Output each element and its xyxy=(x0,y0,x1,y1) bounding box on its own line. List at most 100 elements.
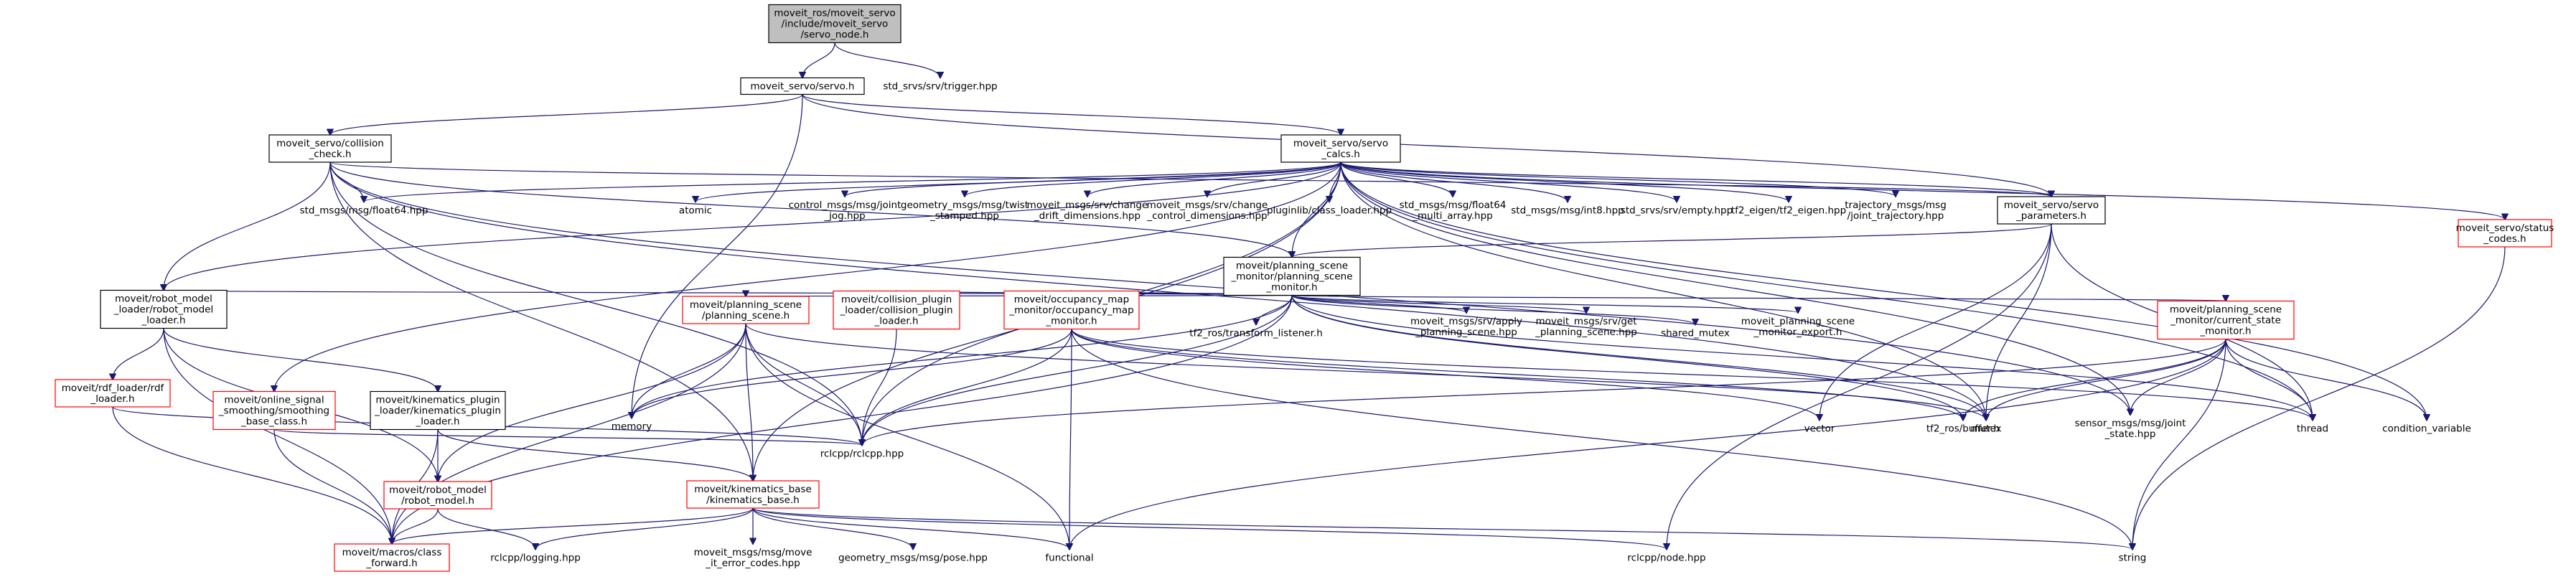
node-status_codes[interactable]: moveit_servo/status_codes.h xyxy=(2456,219,2554,248)
node-online_signal[interactable]: moveit/online_signal_smoothing/smoothing… xyxy=(212,390,336,431)
node-box xyxy=(1997,196,2106,225)
node-pose[interactable]: geometry_msgs/msg/pose.hpp xyxy=(838,550,988,566)
edge-collision_check-to-psm xyxy=(329,161,1292,258)
edge-servo_node-to-trigger xyxy=(834,42,940,78)
node-rclcpp[interactable]: rclcpp/rclcpp.hpp xyxy=(818,446,907,462)
node-apply_ps[interactable]: moveit_msgs/srv/apply_planning_scene.hpp xyxy=(1407,313,1526,340)
node-label-line: _monitor.h xyxy=(2199,326,2251,337)
edge-servo_calcs-to-change_control xyxy=(1207,161,1341,197)
node-rdf_loader[interactable]: moveit/rdf_loader/rdf_loader.h xyxy=(55,379,171,408)
node-servo_parameters[interactable]: moveit_servo/servo_parameters.h xyxy=(1997,196,2106,225)
node-label-line: moveit_servo/status xyxy=(2456,222,2554,234)
edge-collision_plugin-to-rclcpp xyxy=(862,329,897,446)
edge-occupancy_map-to-tf2_buffer xyxy=(1071,329,1963,421)
edges-layer xyxy=(113,42,2505,550)
node-label-line: moveit_planning_scene xyxy=(1741,316,1855,327)
node-label-line: geometry_msgs/msg/pose.hpp xyxy=(838,553,988,564)
node-label-line: moveit_ros/moveit_servo xyxy=(774,8,895,19)
node-box xyxy=(370,390,506,431)
node-logging[interactable]: rclcpp/logging.hpp xyxy=(490,550,581,566)
node-trigger[interactable]: std_srvs/srv/trigger.hpp xyxy=(879,78,1002,95)
node-get_ps[interactable]: moveit_msgs/srv/get_planning_scene.hpp xyxy=(1529,313,1644,340)
node-label-line: _monitor/current_state xyxy=(2170,315,2281,327)
node-float64[interactable]: std_msgs/msg/float64.hpp xyxy=(300,202,428,219)
node-mutex[interactable]: mutex xyxy=(1964,421,2008,437)
node-label-line: memory xyxy=(612,421,652,433)
node-current_state[interactable]: moveit/planning_scene_monitor/current_st… xyxy=(2157,300,2295,340)
node-psm[interactable]: moveit/planning_scene_monitor/planning_s… xyxy=(1223,256,1361,296)
node-label-line: _calcs.h xyxy=(1321,149,1360,160)
edge-online_signal-to-rclcpp xyxy=(273,428,862,446)
node-rml[interactable]: moveit/robot_model_loader/robot_model_lo… xyxy=(100,289,228,329)
edge-planning_scene-to-mutex xyxy=(745,323,1986,421)
node-tf_listener[interactable]: tf2_ros/transform_listener.h xyxy=(1188,325,1324,342)
node-tf2_eigen[interactable]: tf2_eigen/tf2_eigen.hpp xyxy=(1730,202,1847,219)
node-psm_export[interactable]: moveit_planning_scene_monitor_export.h xyxy=(1739,313,1857,340)
edge-servo_calcs-to-status_codes xyxy=(1340,161,2505,220)
edge-collision_check-to-servo_parameters xyxy=(329,161,2051,197)
node-shared_mutex[interactable]: shared_mutex xyxy=(1658,325,1733,342)
node-vector[interactable]: vector xyxy=(1797,421,1842,437)
edge-kinematics_base-to-node xyxy=(752,507,1667,550)
node-tf2_buffer[interactable]: tf2_ros/buffer.h xyxy=(1919,421,2008,437)
node-label-line: _monitor.h xyxy=(1265,282,1317,294)
node-box xyxy=(55,379,171,408)
node-box xyxy=(833,290,960,330)
node-servo_calcs[interactable]: moveit_servo/servo_calcs.h xyxy=(1280,134,1401,163)
node-servo_h[interactable]: moveit_servo/servo.h xyxy=(740,77,865,95)
edge-planning_scene-to-rclcpp xyxy=(745,323,862,446)
node-collision_plugin[interactable]: moveit/collision_plugin_loader/collision… xyxy=(833,290,960,330)
node-label-line: vector xyxy=(1804,423,1835,435)
node-box xyxy=(2157,300,2295,340)
node-kpl[interactable]: moveit/kinematics_plugin_loader/kinemati… xyxy=(370,390,506,431)
node-label-line: _monitor_export.h xyxy=(1753,327,1842,338)
edge-current_state-to-mutex xyxy=(1986,339,2226,421)
node-label-line: functional xyxy=(1045,553,1093,564)
edge-occupancy_map-to-memory xyxy=(632,329,1072,418)
edge-planning_scene-to-class_forward xyxy=(392,323,746,544)
node-change_drift[interactable]: moveit_msgs/srv/change_drift_dimensions.… xyxy=(1026,197,1148,224)
node-collision_check[interactable]: moveit_servo/collision_check.h xyxy=(268,134,392,163)
node-label-line: _loader.h xyxy=(874,316,918,327)
node-joint_trajectory[interactable]: trajectory_msgs/msg/joint_trajectory.hpp xyxy=(1842,197,1949,224)
node-label-line: _loader/collision_plugin xyxy=(839,305,952,316)
node-label-line: moveit_servo/servo xyxy=(2004,200,2099,211)
node-box xyxy=(740,77,865,95)
node-thread[interactable]: thread xyxy=(2291,421,2334,437)
node-label-line: moveit/robot_model xyxy=(389,484,487,496)
node-int8[interactable]: std_msgs/msg/int8.hpp xyxy=(1511,202,1624,219)
node-box xyxy=(212,390,336,431)
edge-kpl-to-kinematics_base xyxy=(437,429,753,482)
node-memory[interactable]: memory xyxy=(606,418,657,435)
node-condition_variable[interactable]: condition_variable xyxy=(2376,421,2477,437)
node-robot_model[interactable]: moveit/robot_model/robot_model.h xyxy=(383,481,492,510)
node-string[interactable]: string xyxy=(2110,550,2155,566)
node-label-line: _planning_scene.hpp xyxy=(1415,327,1517,338)
node-float64_multi[interactable]: std_msgs/msg/float64_multi_array.hpp xyxy=(1394,197,1512,224)
node-planning_scene[interactable]: moveit/planning_scene/planning_scene.h xyxy=(682,296,810,324)
node-occupancy_map[interactable]: moveit/occupancy_map_monitor/occupancy_m… xyxy=(1003,290,1140,330)
edge-psm-to-memory xyxy=(632,295,1293,418)
node-class_forward[interactable]: moveit/macros/class_forward.h xyxy=(334,543,450,572)
node-label-line: moveit/rdf_loader/rdf xyxy=(62,382,165,394)
node-move_it_error[interactable]: moveit_msgs/msg/move_it_error_codes.hpp xyxy=(694,544,812,571)
node-node[interactable]: rclcpp/node.hpp xyxy=(1624,550,1709,566)
node-label-line: _smoothing/smoothing xyxy=(218,405,329,417)
node-box xyxy=(383,481,492,510)
node-functional[interactable]: functional xyxy=(1039,550,1100,566)
node-empty[interactable]: std_srvs/srv/empty.hpp xyxy=(1618,202,1736,219)
node-atomic[interactable]: atomic xyxy=(675,202,716,219)
edge-psm-to-apply_ps xyxy=(1291,294,1466,314)
node-kinematics_base[interactable]: moveit/kinematics_base/kinematics_base.h xyxy=(686,480,820,509)
node-label-line: shared_mutex xyxy=(1661,328,1730,339)
node-change_control[interactable]: moveit_msgs/srv/change_control_dimension… xyxy=(1144,197,1270,224)
node-twist_stamped[interactable]: geometry_msgs/msg/twist_stamped.hpp xyxy=(901,197,1029,224)
node-servo_node[interactable]: moveit_ros/moveit_servo/include/moveit_s… xyxy=(768,4,901,44)
node-label-line: moveit/occupancy_map xyxy=(1014,294,1130,306)
node-joint_state[interactable]: sensor_msgs/msg/joint_state.hpp xyxy=(2073,415,2188,442)
node-class_loader[interactable]: pluginlib/class_loader.hpp xyxy=(1265,202,1394,219)
node-joint_jog[interactable]: control_msgs/msg/joint_jog.hpp xyxy=(785,197,904,224)
node-box xyxy=(768,4,901,44)
node-label-line: moveit/kinematics_base xyxy=(694,484,812,495)
